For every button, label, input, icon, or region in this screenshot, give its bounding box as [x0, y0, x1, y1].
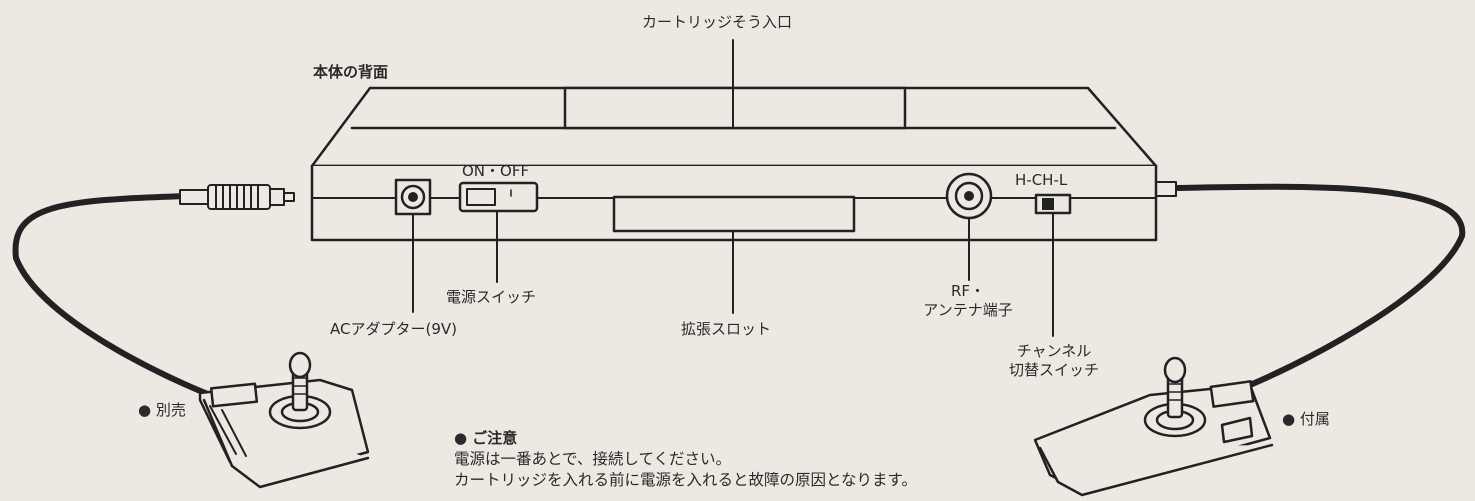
- label-channel-line2: 切替スイッチ: [1008, 360, 1099, 379]
- label-cartridge-slot: カートリッジそう入口: [642, 13, 793, 31]
- label-channel-switch: チャンネル 切替スイッチ: [998, 342, 1110, 380]
- label-on-off: ON・OFF: [462, 162, 530, 180]
- notice-line-2: カートリッジを入れる前に電源を入れると故障の原因となります。: [454, 471, 917, 489]
- ac-jack-icon: [394, 178, 432, 216]
- notice-block: ● ご注意 電源は一番あとで、接続してください。 カートリッジを入れる前に電源を…: [454, 428, 917, 491]
- power-switch-icon: [458, 181, 539, 213]
- right-cable: [1175, 183, 1466, 388]
- expansion-slot-icon: [612, 195, 856, 233]
- label-rf-line1: RF・: [950, 282, 986, 300]
- left-joystick-controller: [198, 351, 370, 489]
- channel-switch-icon: [1034, 193, 1072, 215]
- rf-terminal-icon: [945, 172, 993, 220]
- rf-plug-icon: [179, 184, 295, 210]
- label-expansion-slot: 拡張スロット: [681, 320, 772, 338]
- notice-line-1: 電源は一番あとで、接続してください。: [454, 450, 731, 468]
- label-rear-view: 本体の背面: [313, 63, 389, 81]
- right-cable-connector: [1155, 181, 1177, 197]
- left-cable: [12, 193, 221, 401]
- label-ac-adapter: ACアダプター(9V): [330, 320, 457, 338]
- label-h-ch-l: H-CH-L: [1015, 171, 1068, 189]
- label-rf-line2: アンテナ端子: [923, 300, 1013, 319]
- notice-heading: ● ご注意: [454, 429, 518, 447]
- label-channel-line1: チャンネル: [1016, 342, 1092, 360]
- label-included: ● 付属: [1282, 410, 1330, 428]
- right-joystick-controller: [1033, 356, 1274, 497]
- label-power-switch: 電源スイッチ: [446, 288, 537, 306]
- label-sold-separately: ● 別売: [138, 401, 186, 419]
- label-rf-terminal: RF・ アンテナ端子: [918, 282, 1018, 320]
